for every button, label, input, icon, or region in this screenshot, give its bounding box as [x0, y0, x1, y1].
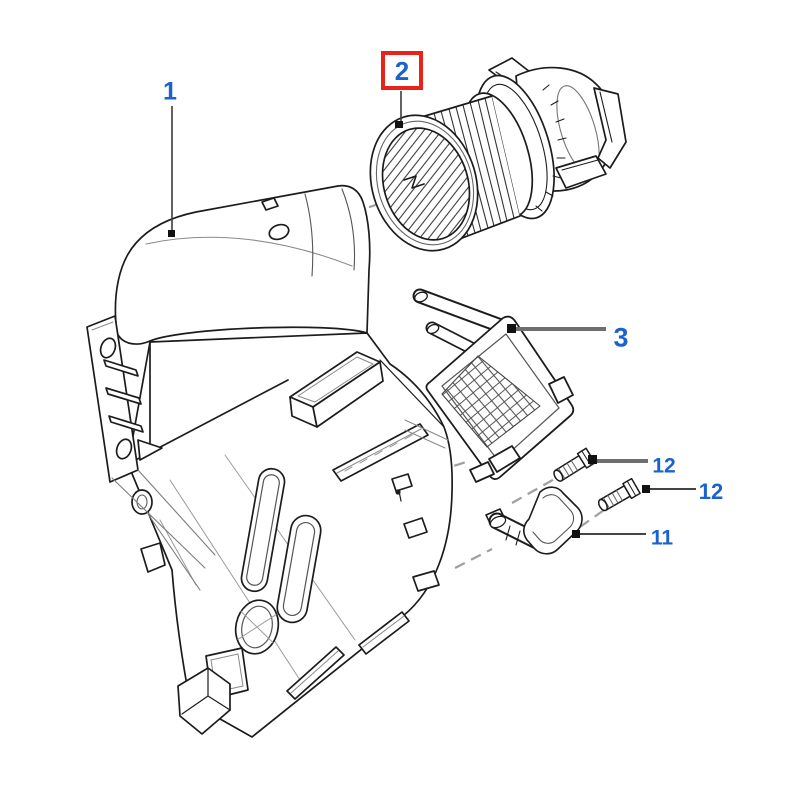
- part-3-heater-core-drawing[interactable]: [404, 288, 575, 483]
- callout-12-screw-lower[interactable]: 12: [698, 479, 724, 504]
- callout-leader-lines: [168, 91, 696, 538]
- callout-2-highlight-box[interactable]: 2: [381, 51, 423, 90]
- callout-2-blower-motor[interactable]: 2: [394, 55, 410, 86]
- callout-12-screw-upper[interactable]: 12: [652, 454, 676, 478]
- callout-3-heater-core[interactable]: 3: [613, 322, 629, 353]
- callout-1-main-housing[interactable]: 1: [163, 77, 177, 106]
- part-12-screw-upper-drawing[interactable]: [551, 447, 596, 484]
- part-11-resistor-drawing[interactable]: [485, 486, 583, 555]
- part-12-screw-lower-drawing[interactable]: [596, 477, 641, 514]
- part-2-blower-motor-drawing[interactable]: [354, 57, 627, 264]
- callout-11-resistor[interactable]: 11: [650, 526, 674, 550]
- part-1-main-housing-drawing[interactable]: [86, 184, 454, 738]
